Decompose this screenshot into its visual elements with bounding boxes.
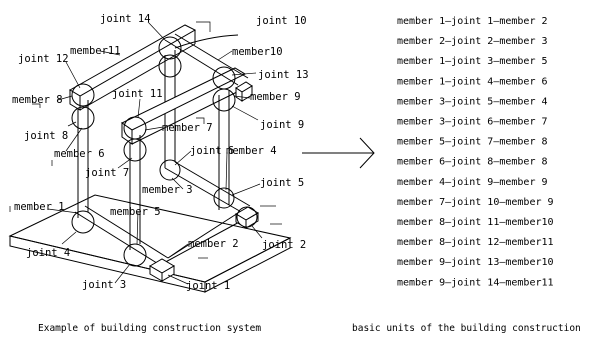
label-member-6: member 6	[54, 148, 105, 160]
label-joint-1: joint 1	[186, 280, 230, 292]
member-4-post	[218, 90, 230, 210]
joint-10-circle	[158, 54, 182, 78]
joint-7-circle	[123, 138, 147, 162]
right-caption: basic units of the building construction	[352, 323, 581, 334]
joint-14-circle	[158, 36, 182, 60]
label-joint-13: joint 13	[258, 69, 309, 81]
label-member-1: member 1	[14, 201, 65, 213]
joint-2-circle	[236, 206, 258, 228]
unit-row: member 8—joint 12—member11	[397, 237, 554, 248]
label-joint-5: joint 5	[260, 177, 304, 189]
label-joint-11: joint 11	[112, 88, 163, 100]
label-joint-8: joint 8	[24, 130, 68, 142]
dimension-ticks	[9, 21, 282, 259]
joint-9-circle	[212, 88, 236, 112]
member-2-beam	[159, 212, 244, 266]
joint-6-circle	[159, 159, 181, 181]
leader-lines	[47, 21, 263, 285]
arrow	[302, 137, 375, 169]
left-caption: Example of building construction system	[38, 323, 261, 334]
member-11-beam	[174, 34, 239, 49]
unit-row: member 8—joint 11—member10	[397, 217, 554, 228]
label-joint-10: joint 10	[256, 15, 307, 27]
label-joint-6: joint 6	[190, 145, 234, 157]
unit-row: member 6—joint 8—member 8	[397, 157, 548, 168]
unit-row: member 5—joint 7—member 8	[397, 137, 548, 148]
label-joint-4: joint 4	[26, 247, 70, 259]
label-joint-3: joint 3	[82, 279, 126, 291]
joint-3-circle	[123, 243, 147, 267]
label-member-3: member 3	[142, 184, 193, 196]
label-member-9: member 9	[250, 91, 301, 103]
joint-8-circle	[71, 106, 95, 130]
member-8-beam	[69, 24, 197, 111]
label-joint-14: joint 14	[100, 13, 151, 25]
structure-drawing: joint 14 joint 10 joint 12 member11 memb…	[8, 13, 309, 334]
member-6-post	[77, 100, 89, 218]
label-member-5: member 5	[110, 206, 161, 218]
label-member-7: member 7	[162, 122, 213, 134]
member-5-post	[129, 135, 141, 250]
label-joint-2: joint 2	[262, 239, 306, 251]
label-member-10: member10	[232, 46, 283, 58]
unit-row: member 3—joint 5—member 4	[397, 96, 548, 107]
joint-circles	[71, 36, 258, 267]
unit-row: member 2—joint 2—member 3	[397, 36, 548, 47]
label-member-2: member 2	[188, 238, 239, 250]
unit-row: member 1—joint 4—member 6	[397, 76, 548, 87]
unit-row: member 1—joint 3—member 5	[397, 56, 548, 67]
joint-12-circle	[71, 83, 95, 107]
unit-row: member 3—joint 6—member 7	[397, 117, 548, 128]
label-joint-9: joint 9	[260, 119, 304, 131]
unit-row: member 1—joint 1—member 2	[397, 16, 548, 27]
structure-labels: joint 14 joint 10 joint 12 member11 memb…	[12, 13, 309, 292]
label-member-4: member 4	[226, 145, 277, 157]
label-member-8: member 8	[12, 94, 63, 106]
unit-row: member 7—joint 10—member 9	[397, 197, 554, 208]
unit-row: member 9—joint 13—member10	[397, 257, 554, 268]
joint-5-circle	[213, 187, 235, 209]
unit-row: member 4—joint 9—member 9	[397, 177, 548, 188]
label-member-11: member11	[70, 45, 121, 57]
label-joint-12: joint 12	[18, 53, 69, 65]
joint-4-circle	[71, 210, 95, 234]
unit-row: member 9—joint 14—member11	[397, 277, 554, 288]
base-slab-side	[204, 237, 291, 293]
basic-units-list: member 1—joint 1—member 2 member 2—joint …	[397, 16, 554, 288]
label-joint-7: joint 7	[85, 167, 129, 179]
